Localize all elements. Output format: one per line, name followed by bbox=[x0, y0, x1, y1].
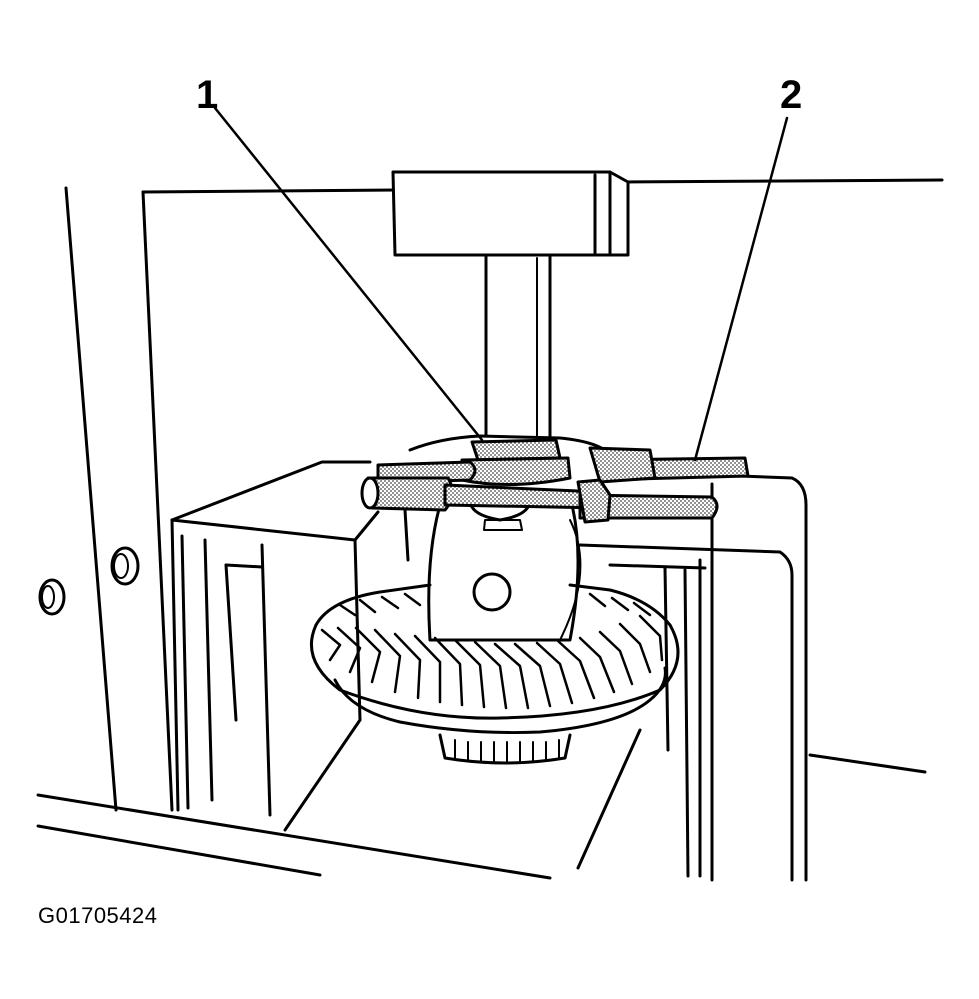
case-window bbox=[472, 572, 512, 612]
ring-gear-teeth bbox=[320, 592, 664, 710]
left-panel bbox=[38, 178, 944, 812]
ring-gear bbox=[309, 583, 680, 735]
bearing-installer-tool bbox=[360, 434, 750, 524]
callout-2: 2 bbox=[780, 73, 802, 117]
base-floor bbox=[36, 718, 927, 880]
leader-line-2 bbox=[693, 116, 789, 462]
callout-1: 1 bbox=[196, 73, 218, 117]
figure-id: G01705424 bbox=[38, 903, 158, 928]
holding-fixture bbox=[170, 460, 808, 882]
panel-hole-left bbox=[38, 578, 66, 616]
panel-hole-right bbox=[110, 546, 140, 586]
lower-bearing bbox=[438, 733, 572, 765]
leader-line-1 bbox=[213, 106, 484, 442]
press-ram bbox=[391, 170, 630, 442]
differential-case bbox=[427, 498, 582, 642]
callout-leaders bbox=[213, 106, 789, 462]
